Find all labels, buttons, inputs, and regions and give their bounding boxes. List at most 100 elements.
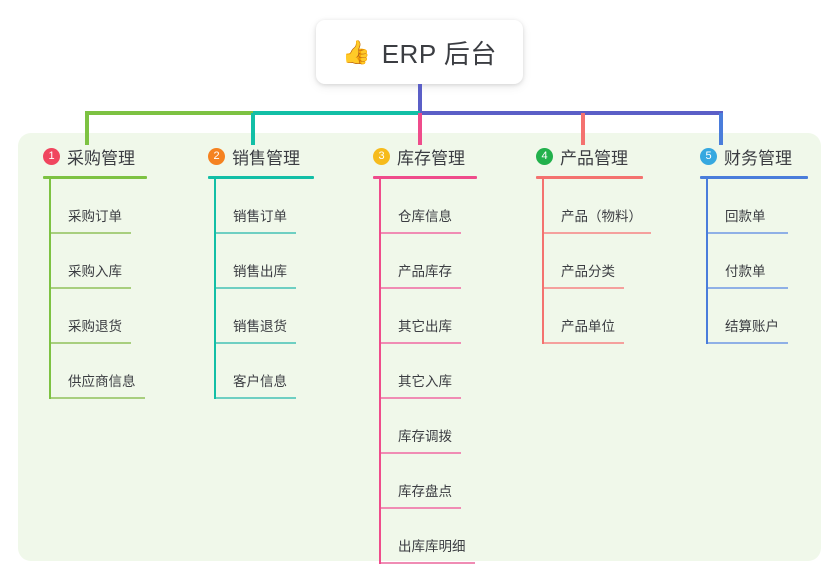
branch-number-badge: 4 bbox=[536, 147, 553, 165]
leaf-item[interactable]: 客户信息 bbox=[216, 344, 314, 399]
leaf-item-label: 库存调拨 bbox=[398, 429, 452, 444]
branch-number-badge: 5 bbox=[700, 147, 717, 165]
branch-purchase-management[interactable]: 1 采购管理 采购订单采购入库采购退货供应商信息 bbox=[43, 144, 147, 399]
leaf-item-label: 产品分类 bbox=[561, 264, 615, 279]
leaf-item[interactable]: 销售订单 bbox=[216, 179, 314, 234]
leaf-item[interactable]: 仓库信息 bbox=[381, 179, 477, 234]
branch-header: 5 财务管理 bbox=[700, 144, 808, 168]
leaf-item-label: 产品单位 bbox=[561, 319, 615, 334]
branch-drop-connector-5 bbox=[719, 113, 723, 145]
thumbs-up-icon: 👍 bbox=[342, 38, 371, 65]
leaf-item[interactable]: 其它入库 bbox=[381, 344, 477, 399]
leaf-item[interactable]: 产品库存 bbox=[381, 234, 477, 289]
leaf-item-underline bbox=[381, 287, 461, 289]
branch-underline bbox=[536, 176, 643, 179]
branch-title: 采购管理 bbox=[67, 148, 135, 168]
leaf-item-underline bbox=[544, 287, 624, 289]
branch-title: 库存管理 bbox=[397, 148, 465, 168]
leaf-item-label: 产品库存 bbox=[398, 264, 452, 279]
leaf-item-label: 供应商信息 bbox=[68, 374, 136, 389]
leaf-item[interactable]: 采购订单 bbox=[51, 179, 147, 234]
leaf-item-label: 销售订单 bbox=[233, 209, 287, 224]
leaf-item-underline bbox=[381, 452, 461, 454]
branch-number-badge: 3 bbox=[373, 147, 390, 165]
branch-header: 1 采购管理 bbox=[43, 144, 147, 168]
branch-title: 财务管理 bbox=[724, 148, 792, 168]
bus-connector-segment-teal bbox=[253, 111, 420, 115]
branch-title: 产品管理 bbox=[560, 148, 628, 168]
leaf-item-label: 付款单 bbox=[725, 264, 766, 279]
leaf-item-underline bbox=[381, 397, 461, 399]
branch-underline bbox=[208, 176, 314, 179]
root-node-card[interactable]: 👍 ERP 后台 bbox=[316, 20, 523, 84]
leaf-item-label: 其它入库 bbox=[398, 374, 452, 389]
branch-leaf-list: 回款单付款单结算账户 bbox=[706, 179, 808, 344]
leaf-item[interactable]: 产品分类 bbox=[544, 234, 643, 289]
root-node-title: ERP 后台 bbox=[381, 38, 497, 69]
root-node-content: 👍 ERP 后台 bbox=[342, 34, 497, 71]
leaf-item[interactable]: 付款单 bbox=[708, 234, 808, 289]
branch-header: 3 库存管理 bbox=[373, 144, 477, 168]
trunk-connector bbox=[418, 84, 422, 115]
leaf-item[interactable]: 产品单位 bbox=[544, 289, 643, 344]
leaf-item-label: 回款单 bbox=[725, 209, 766, 224]
leaf-item-underline bbox=[216, 342, 296, 344]
leaf-item[interactable]: 供应商信息 bbox=[51, 344, 147, 399]
branch-underline bbox=[43, 176, 147, 179]
branch-leaf-list: 仓库信息产品库存其它出库其它入库库存调拨库存盘点出库库明细 bbox=[379, 179, 477, 564]
leaf-item[interactable]: 采购入库 bbox=[51, 234, 147, 289]
leaf-item-label: 销售退货 bbox=[233, 319, 287, 334]
branch-underline bbox=[373, 176, 477, 179]
leaf-item-underline bbox=[216, 287, 296, 289]
branch-drop-connector-2 bbox=[251, 113, 255, 145]
branch-leaf-list: 销售订单销售出库销售退货客户信息 bbox=[214, 179, 314, 399]
leaf-item-label: 客户信息 bbox=[233, 374, 287, 389]
branch-finance-management[interactable]: 5 财务管理 回款单付款单结算账户 bbox=[700, 144, 808, 344]
leaf-item-underline bbox=[381, 342, 461, 344]
diagram-panel bbox=[18, 133, 821, 561]
leaf-item-underline bbox=[51, 342, 131, 344]
leaf-item-underline bbox=[544, 342, 624, 344]
leaf-item-underline bbox=[216, 232, 296, 234]
leaf-item[interactable]: 采购退货 bbox=[51, 289, 147, 344]
branch-title: 销售管理 bbox=[232, 148, 300, 168]
leaf-item-underline bbox=[381, 232, 461, 234]
leaf-item[interactable]: 库存调拨 bbox=[381, 399, 477, 454]
leaf-item-label: 采购退货 bbox=[68, 319, 122, 334]
branch-underline bbox=[700, 176, 808, 179]
branch-product-management[interactable]: 4 产品管理 产品（物料） 产品分类产品单位 bbox=[536, 144, 651, 344]
leaf-item-underline bbox=[51, 397, 145, 399]
leaf-item-underline bbox=[51, 287, 131, 289]
leaf-item[interactable]: 销售出库 bbox=[216, 234, 314, 289]
leaf-item-underline bbox=[708, 232, 788, 234]
branch-sales-management[interactable]: 2 销售管理 销售订单销售出库销售退货客户信息 bbox=[208, 144, 314, 399]
leaf-item-underline bbox=[51, 232, 131, 234]
leaf-item[interactable]: 结算账户 bbox=[708, 289, 808, 344]
leaf-item-underline bbox=[381, 507, 461, 509]
branch-inventory-management[interactable]: 3 库存管理 仓库信息产品库存其它出库其它入库库存调拨库存盘点出库库明细 bbox=[373, 144, 477, 564]
bus-connector-segment-green bbox=[85, 111, 253, 115]
branch-drop-connector-3 bbox=[418, 113, 422, 145]
leaf-item[interactable]: 出库库明细 bbox=[381, 509, 477, 564]
branch-header: 2 销售管理 bbox=[208, 144, 314, 168]
leaf-item[interactable]: 库存盘点 bbox=[381, 454, 477, 509]
leaf-item-label: 销售出库 bbox=[233, 264, 287, 279]
branch-leaf-list: 产品（物料） 产品分类产品单位 bbox=[542, 179, 651, 344]
bus-connector-segment-blue bbox=[420, 111, 723, 115]
leaf-item-label: 产品（物料） bbox=[561, 209, 642, 224]
leaf-item-label: 库存盘点 bbox=[398, 484, 452, 499]
branch-leaf-list: 采购订单采购入库采购退货供应商信息 bbox=[49, 179, 147, 399]
leaf-item[interactable]: 其它出库 bbox=[381, 289, 477, 344]
leaf-item-underline bbox=[381, 562, 475, 564]
leaf-item-label: 其它出库 bbox=[398, 319, 452, 334]
leaf-item-underline bbox=[216, 397, 296, 399]
leaf-item[interactable]: 销售退货 bbox=[216, 289, 314, 344]
leaf-item-label: 采购订单 bbox=[68, 209, 122, 224]
branch-drop-connector-1 bbox=[85, 113, 89, 145]
leaf-item[interactable]: 回款单 bbox=[708, 179, 808, 234]
leaf-item-label: 仓库信息 bbox=[398, 209, 452, 224]
leaf-item[interactable]: 产品（物料） bbox=[544, 179, 651, 234]
leaf-item-label: 采购入库 bbox=[68, 264, 122, 279]
leaf-item-underline bbox=[708, 342, 788, 344]
branch-header: 4 产品管理 bbox=[536, 144, 643, 168]
